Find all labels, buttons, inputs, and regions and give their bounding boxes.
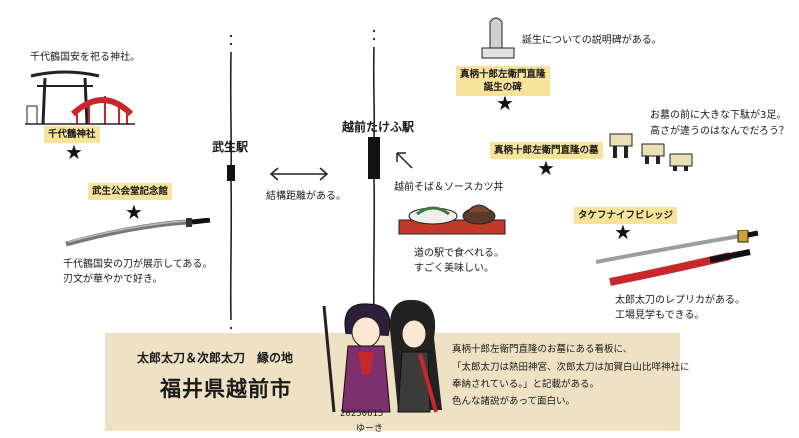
- rail-line-takefu: [227, 34, 235, 337]
- characters-illustration: [322, 299, 442, 413]
- takefu-hall-note-1: 千代鶴国安の刀が展示してある。: [63, 259, 213, 270]
- footer-note-3: 奉納されている。」と記載がある。: [452, 379, 599, 390]
- station-takefu: 武生駅: [212, 140, 249, 154]
- signature-name: ゆーき: [356, 424, 384, 434]
- birth-monument-tag-line-1: 真柄十郎左衛門直隆: [460, 69, 546, 80]
- grave-note-1: お墓の前に大きな下駄が3足。: [650, 110, 787, 121]
- grave-note-2: 高さが違うのはなんでだろう？: [650, 126, 789, 137]
- knife-village-tag: タケフナイフビレッジ: [574, 207, 678, 224]
- takefu-hall-star-icon: ★: [125, 200, 143, 224]
- birth-monument-tag-line-2: 誕生の碑: [483, 82, 522, 93]
- katana-illustration-hall: [65, 218, 211, 247]
- takefu-hall-tag: 武生公会堂記念館: [88, 183, 173, 200]
- footer-note-2: 「太郎太刀は熱田神宮、次郎太刀は加賀白山比咩神社に: [452, 362, 690, 373]
- chiyotsuru-star-icon: ★: [65, 140, 83, 164]
- footer-subtitle: 太郎太刀＆次郎太刀 縁の地: [137, 351, 294, 365]
- soba-katsudon-illustration: [398, 204, 506, 235]
- signature-date: 20250615: [340, 409, 384, 419]
- rail-line-echizen-takefu: [368, 29, 380, 336]
- footer-title: 福井県越前市: [160, 377, 292, 401]
- soba-note-1: 道の駅で食べれる。: [414, 248, 504, 259]
- soba-title: 越前そば＆ソースカツ丼: [394, 182, 504, 193]
- grave-star-icon: ★: [537, 156, 555, 180]
- knife-village-note-1: 太郎太刀のレプリカがある。: [615, 295, 745, 306]
- pointer-arrow: [396, 152, 413, 169]
- birth-monument-note: 誕生についての説明碑がある。: [522, 35, 662, 46]
- knife-village-note-2: 工場見学もできる。: [615, 310, 705, 321]
- footer-note-1: 真柄十郎左衛門直隆のお墓にある看板に、: [452, 344, 633, 355]
- chiyotsuru-tag: 千代鶴神社: [44, 126, 100, 143]
- double-arrow: [269, 167, 329, 181]
- station-echizen-takefu: 越前たけふ駅: [342, 120, 415, 134]
- birth-monument-star-icon: ★: [496, 91, 514, 115]
- birth-monument-tag: 真柄十郎左衛門直隆 誕生の碑: [456, 66, 550, 96]
- shrine-torii-illustration: [25, 70, 135, 125]
- soba-note-2: すごく美味しい。: [414, 263, 494, 274]
- knife-village-star-icon: ★: [614, 220, 632, 244]
- takefu-hall-note-2: 刃文が華やかで好き。: [63, 274, 163, 285]
- geta-sandals-illustration: [609, 133, 693, 171]
- monument-stone-illustration: [481, 17, 515, 59]
- grave-tag: 真柄十郎左衛門直隆の墓: [490, 142, 603, 159]
- footer-note-4: 色んな諸説があって面白い。: [452, 396, 576, 407]
- distance-note: 結構距離がある。: [266, 191, 346, 202]
- odachi-illustration: [595, 230, 759, 286]
- chiyotsuru-note: 千代鶴国安を祀る神社。: [30, 52, 140, 63]
